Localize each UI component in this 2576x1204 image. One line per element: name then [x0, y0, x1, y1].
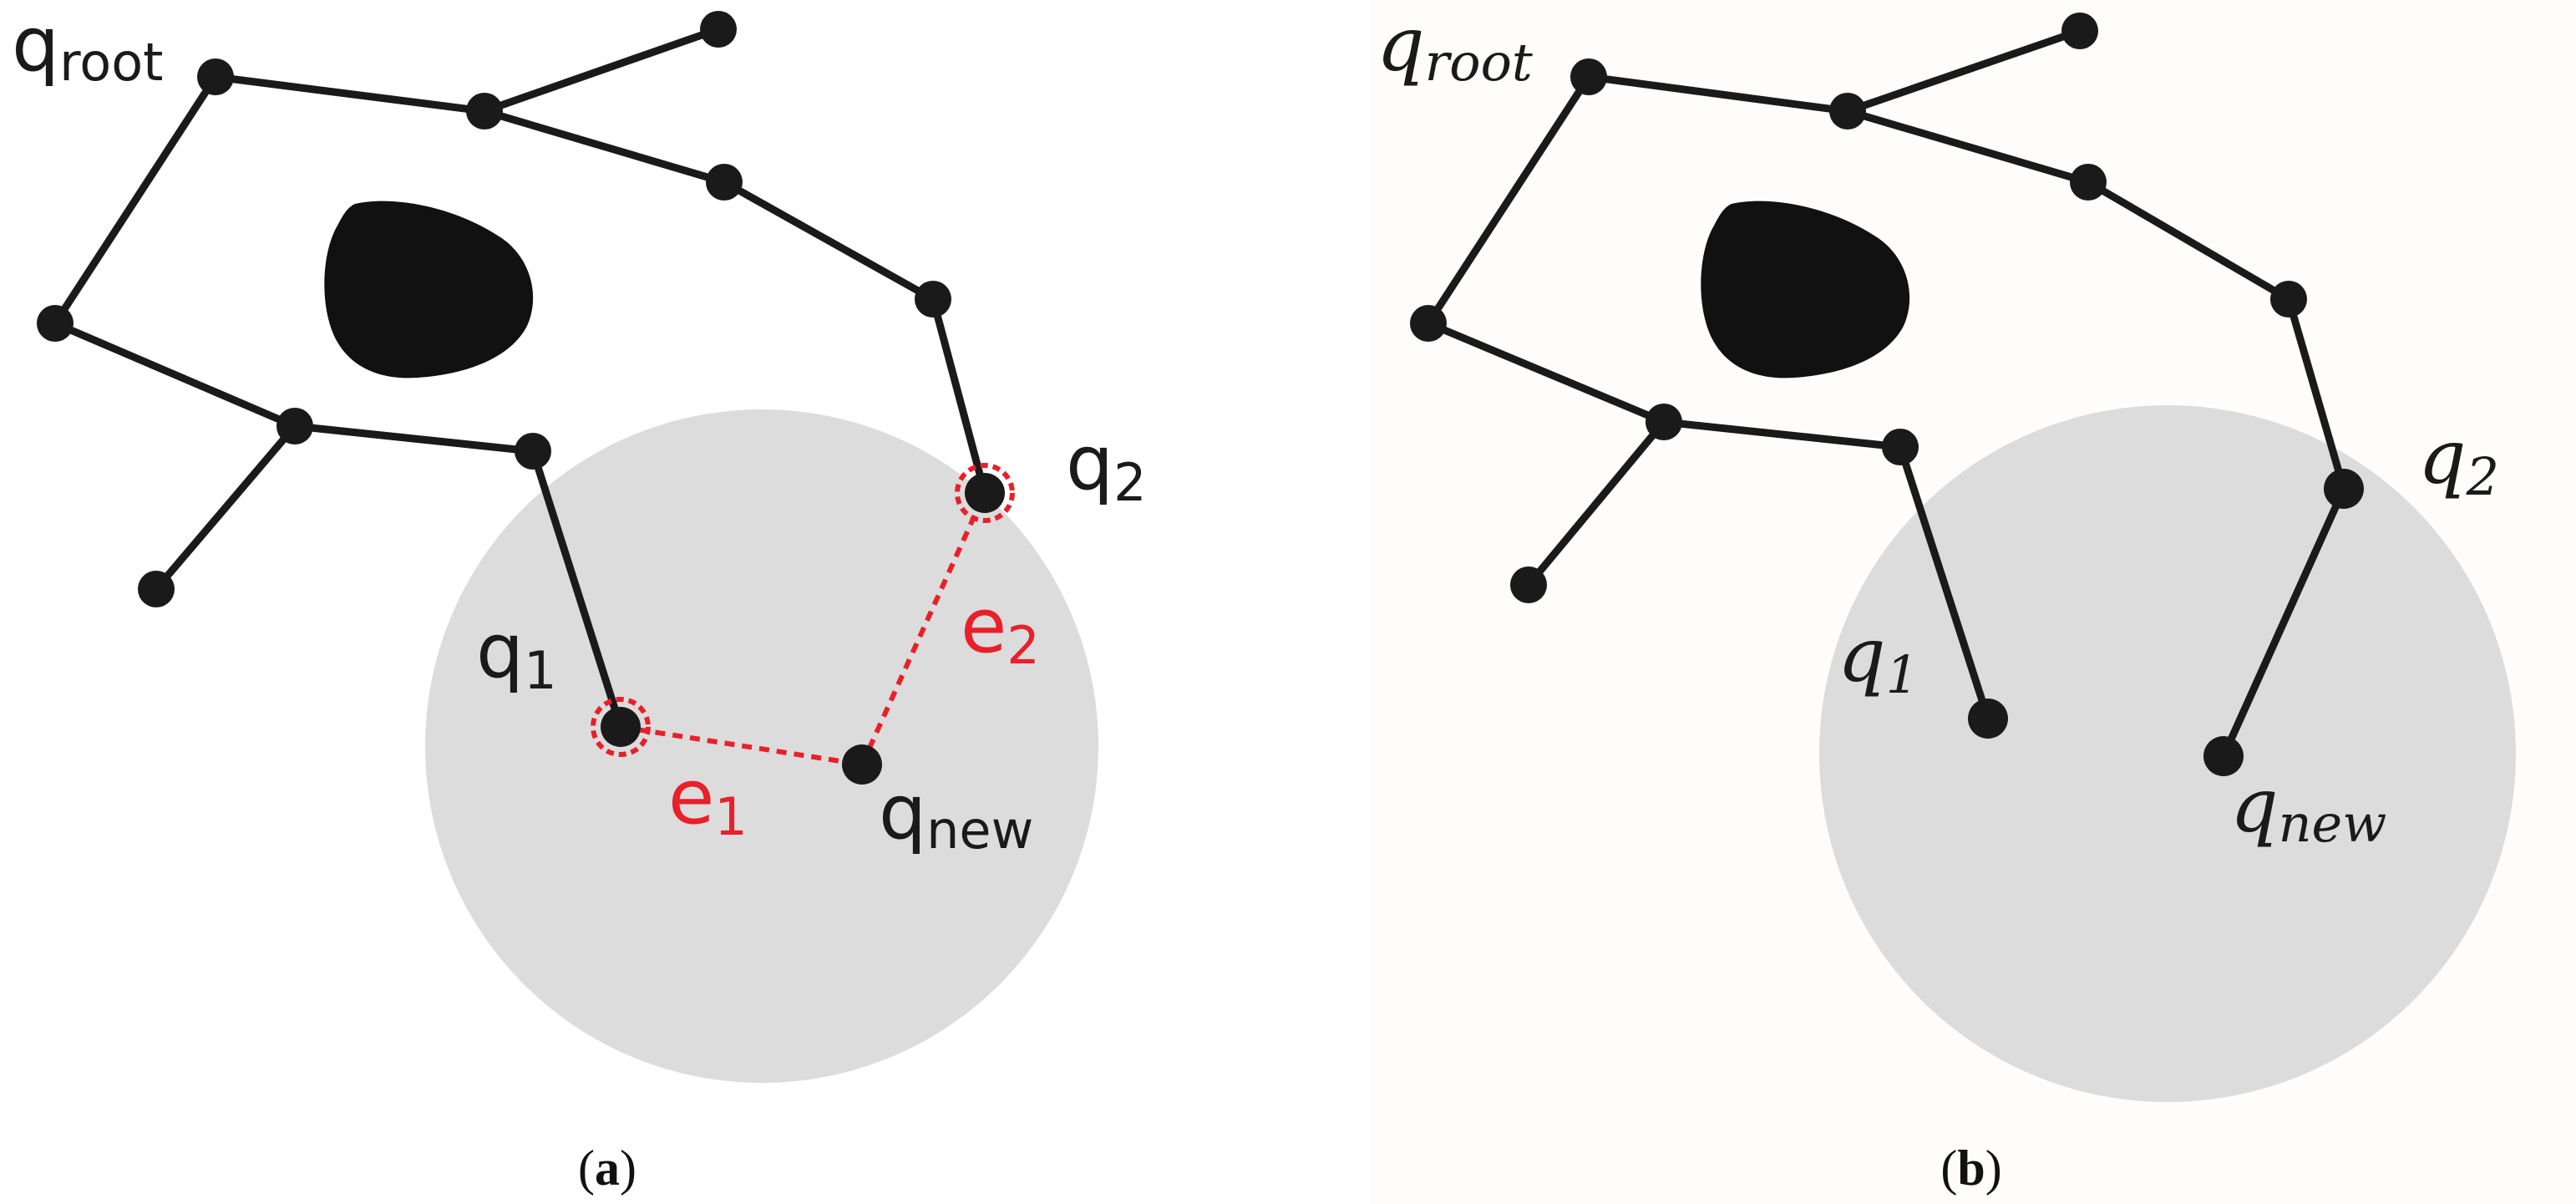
tree-edge	[480, 107, 728, 186]
obstacle-blob	[324, 201, 534, 378]
neighborhood-circle	[425, 409, 1098, 1083]
node-q2	[2324, 469, 2364, 509]
tree-edge	[1843, 107, 2092, 186]
node	[915, 281, 951, 318]
panel-b: qroot q1 q2 qnew (b)	[1370, 0, 2576, 1204]
tree-edge	[720, 178, 937, 303]
tree-edge	[2084, 178, 2293, 303]
node	[1410, 305, 1447, 342]
q1-highlight-ring	[591, 697, 651, 757]
node-qnew	[2203, 736, 2244, 776]
tree-edge	[291, 422, 537, 455]
tree-edge	[51, 73, 220, 328]
tree-edge	[480, 25, 723, 115]
label-q-new: qnew	[879, 769, 1033, 861]
label-q1: q1	[1838, 612, 1919, 705]
edge-e2	[860, 491, 987, 766]
node-leaf	[2061, 13, 2098, 49]
node-leaf	[700, 11, 737, 48]
node	[2070, 164, 2107, 201]
node	[1829, 93, 1866, 130]
node-leaf	[1510, 566, 1547, 603]
tree-edge	[929, 295, 989, 497]
node	[515, 433, 551, 470]
label-q2: q2	[1066, 419, 1147, 513]
tree-nodes	[1410, 13, 2364, 776]
tree-edge	[1585, 73, 1852, 115]
tree-edge	[1524, 418, 1668, 589]
edge-e1	[620, 724, 863, 767]
caption-a: (a)	[578, 1140, 636, 1196]
tree-edge	[1896, 443, 1992, 723]
tree-edge	[51, 319, 299, 430]
obstacle-blob	[1701, 201, 1910, 378]
q2-highlight-ring	[955, 463, 1015, 523]
node-root	[1570, 58, 1607, 95]
node	[276, 408, 313, 445]
node	[1882, 429, 1919, 465]
panel-a: qroot q1 q2 qnew e1 e2 (a)	[12, 1, 1147, 1196]
tree-edge	[1660, 418, 1904, 451]
tree-edges	[51, 25, 989, 731]
label-e2: e2	[961, 582, 1040, 676]
label-q-root: qroot	[1377, 1, 1533, 93]
node-q1	[601, 707, 641, 747]
node	[706, 164, 743, 201]
label-q1: q1	[476, 607, 557, 701]
tree-edges	[1424, 27, 2348, 760]
node-qnew	[842, 744, 882, 785]
node-q2	[965, 473, 1005, 513]
label-e1: e1	[668, 754, 748, 847]
tree-edge	[1843, 27, 2084, 115]
tree-edge	[1424, 319, 1668, 426]
tree-edge	[1424, 73, 1593, 328]
tree-edge	[211, 73, 489, 115]
tree-edge	[2219, 485, 2348, 760]
node	[37, 305, 74, 342]
caption-b: (b)	[1940, 1140, 2001, 1196]
tree-nodes	[37, 11, 1005, 785]
tree-edge	[152, 422, 299, 593]
tree-edge	[2284, 295, 2348, 493]
rewire-candidate-edges	[620, 491, 987, 767]
node-q1	[1968, 699, 2008, 739]
node	[466, 93, 503, 130]
node-leaf	[138, 571, 175, 607]
tree-edge	[529, 447, 625, 731]
node-root	[197, 58, 234, 95]
label-q-root: qroot	[12, 1, 163, 93]
label-q2: q2	[2418, 414, 2499, 507]
node	[2270, 281, 2307, 318]
node-highlights	[591, 463, 1015, 757]
neighborhood-circle	[1819, 405, 2516, 1102]
label-q-new: qnew	[2230, 762, 2386, 854]
node	[1645, 404, 1682, 440]
